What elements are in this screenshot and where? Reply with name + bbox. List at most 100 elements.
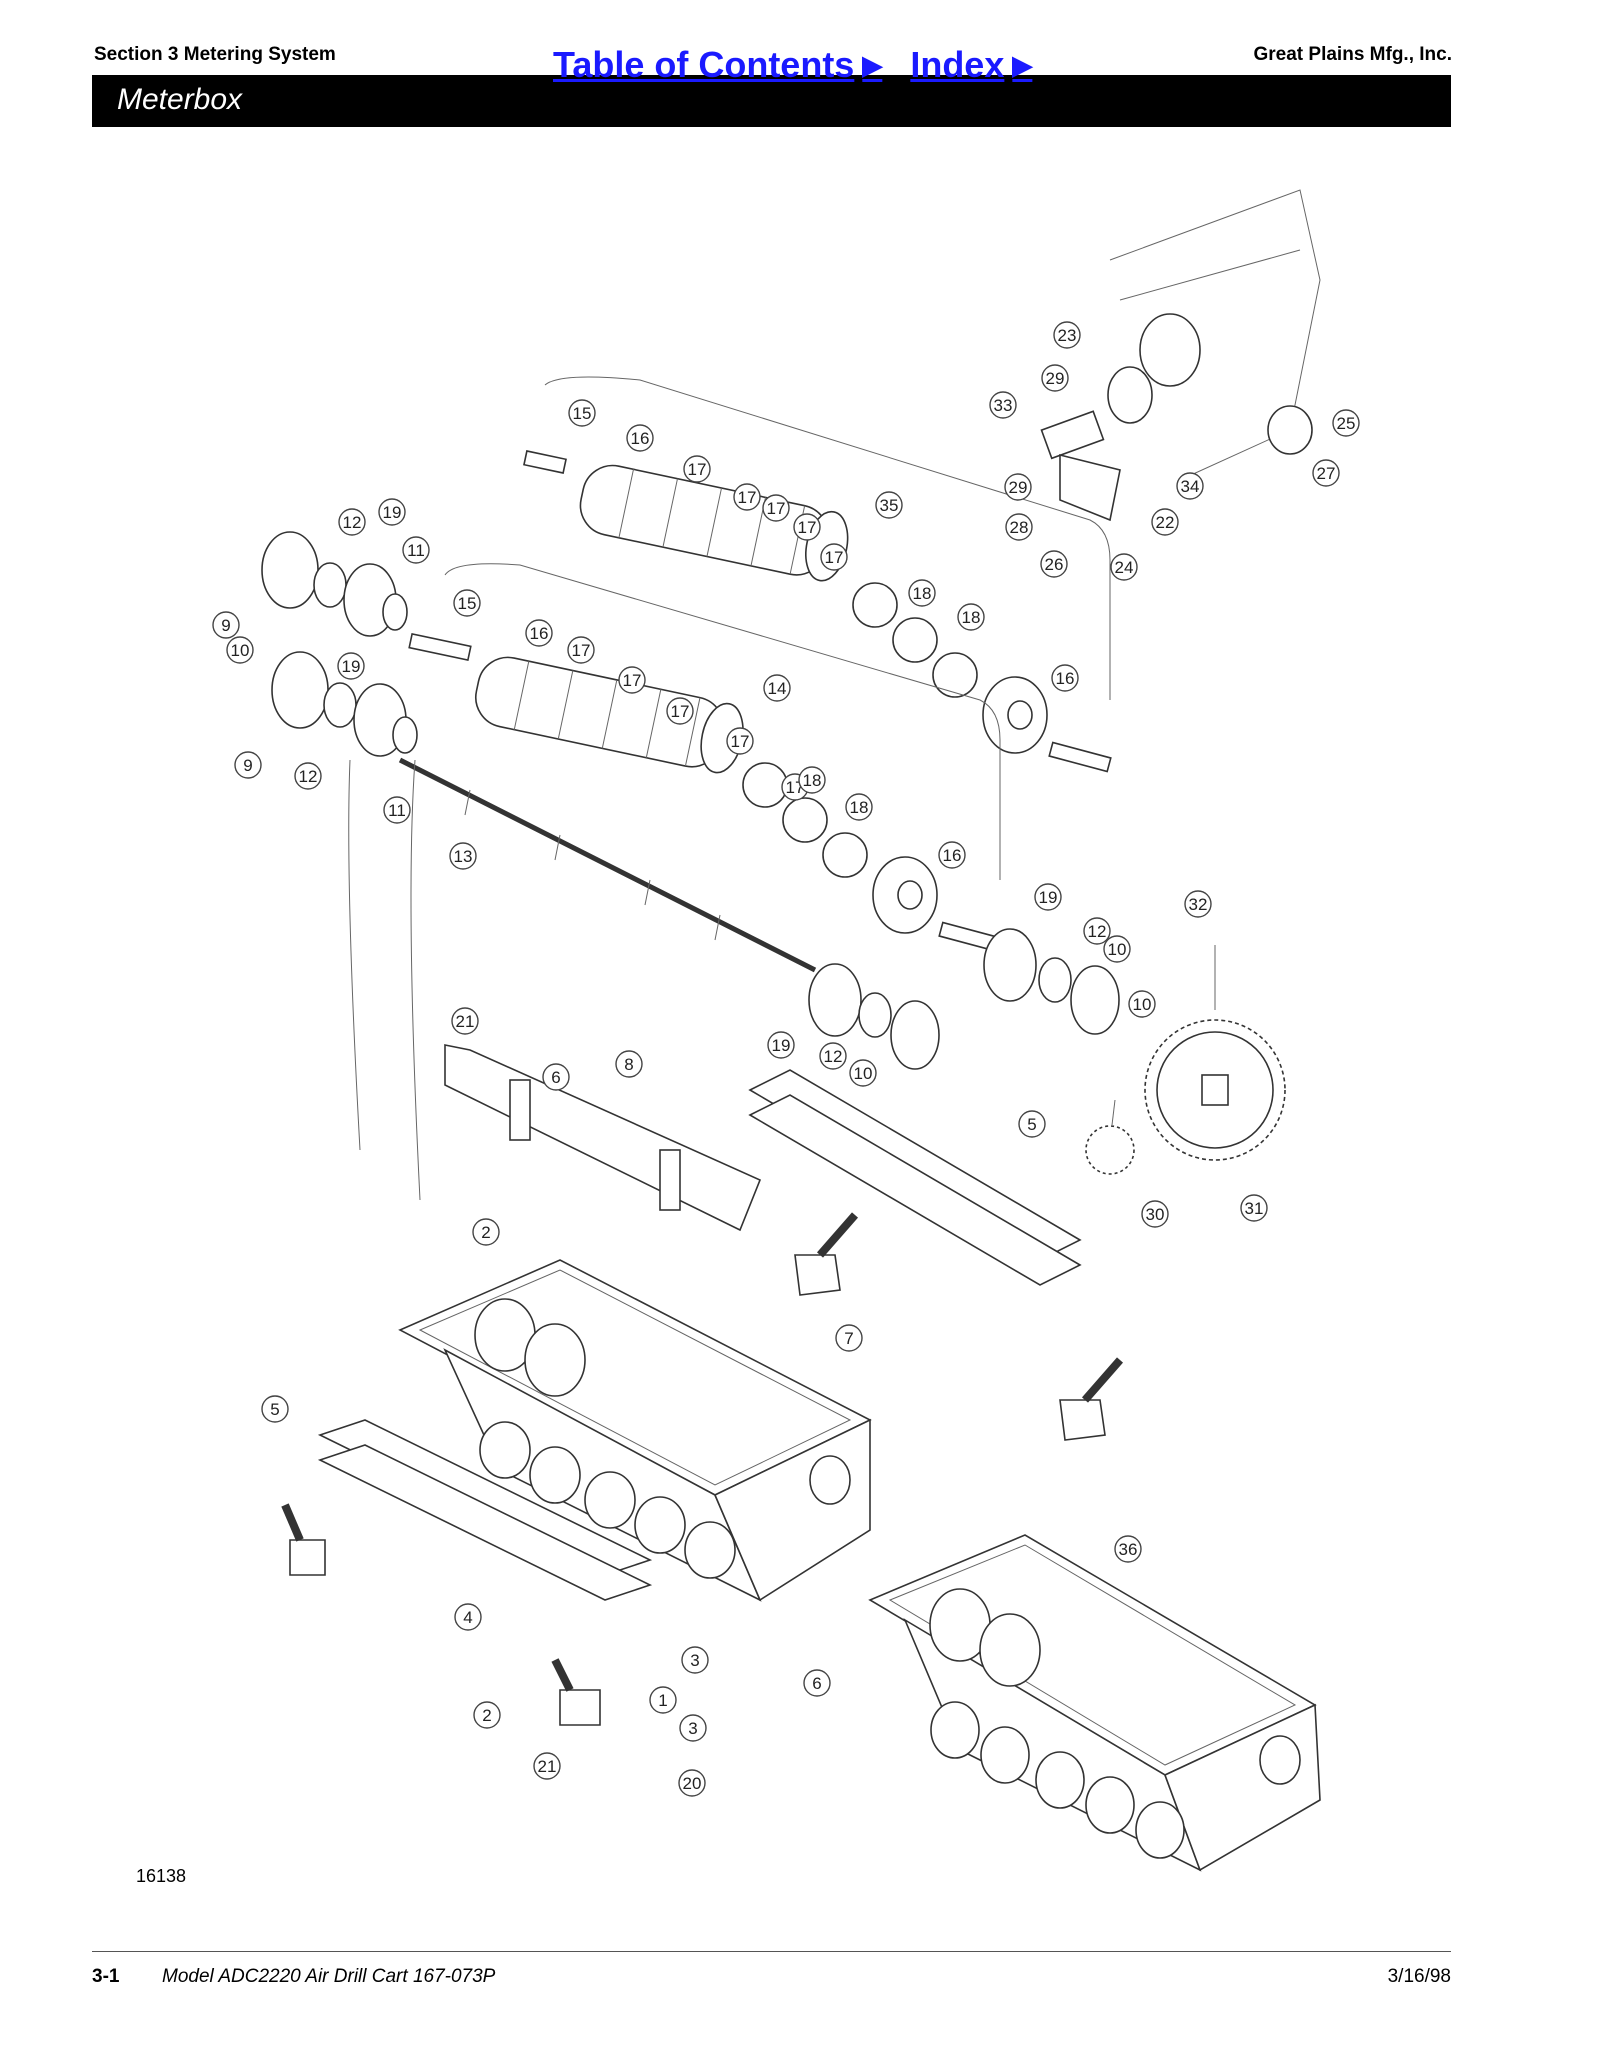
- callout-32: 32: [1184, 890, 1212, 918]
- callout-23: 23: [1053, 321, 1081, 349]
- callout-number: 17: [671, 702, 690, 721]
- header-nav: Table of Contents▶Index▶: [553, 38, 1060, 92]
- callout-bubble: [763, 674, 791, 702]
- page-number: 3-1: [92, 1966, 120, 1987]
- callout-number: 12: [824, 1047, 843, 1066]
- upper-roll-assembly: [523, 376, 1112, 773]
- callout-number: 29: [1046, 369, 1065, 388]
- callout-bubble: [337, 652, 365, 680]
- callout-bubble: [453, 589, 481, 617]
- callout-number: 20: [683, 1774, 702, 1793]
- callout-1: 1: [649, 1686, 677, 1714]
- latches: [281, 1212, 1124, 1726]
- callout-17: 17: [762, 494, 790, 522]
- callout-22: 22: [1151, 508, 1179, 536]
- callout-bubble: [338, 508, 366, 536]
- callout-8: 8: [615, 1050, 643, 1078]
- spare-meterbox: [868, 1534, 1321, 1872]
- callout-18: 18: [845, 793, 873, 821]
- callout-bubble: [568, 399, 596, 427]
- callout-number: 15: [573, 404, 592, 423]
- callout-18: 18: [908, 579, 936, 607]
- callout-19: 19: [767, 1031, 795, 1059]
- callout-number: 21: [456, 1012, 475, 1031]
- callout-number: 18: [913, 584, 932, 603]
- callout-bubble: [1176, 472, 1204, 500]
- callout-bubble: [849, 1059, 877, 1087]
- callout-6: 6: [542, 1063, 570, 1091]
- callout-bubble: [615, 1050, 643, 1078]
- callout-bubble: [1110, 553, 1138, 581]
- callout-21: 21: [451, 1007, 479, 1035]
- callout-bubble: [1018, 1110, 1046, 1138]
- callout-29: 29: [1004, 473, 1032, 501]
- callout-number: 11: [407, 541, 425, 560]
- callout-bubble: [234, 751, 262, 779]
- callout-number: 24: [1115, 558, 1134, 577]
- callout-9: 9: [234, 751, 262, 779]
- callout-number: 27: [1317, 464, 1336, 483]
- callout-bubble: [803, 1669, 831, 1697]
- callout-bubble: [618, 666, 646, 694]
- drive-housing: [1040, 189, 1321, 522]
- table-of-contents-link[interactable]: Table of Contents: [553, 44, 855, 85]
- callout-17: 17: [793, 513, 821, 541]
- callout-number: 10: [1133, 995, 1152, 1014]
- callout-20: 20: [678, 1769, 706, 1797]
- callout-bubble: [1083, 917, 1111, 945]
- right-bearings-sprockets: [808, 928, 1286, 1175]
- callout-19: 19: [1034, 883, 1062, 911]
- callout-11: 11: [383, 796, 411, 824]
- callout-bubble: [649, 1686, 677, 1714]
- callout-number: 17: [767, 499, 786, 518]
- callout-2: 2: [473, 1701, 501, 1729]
- callout-number: 25: [1337, 414, 1356, 433]
- callout-number: 17: [798, 518, 817, 537]
- callout-number: 17: [738, 488, 757, 507]
- callout-12: 12: [819, 1042, 847, 1070]
- callout-12: 12: [294, 762, 322, 790]
- callout-number: 11: [388, 801, 406, 820]
- index-link[interactable]: Index: [910, 44, 1005, 85]
- callout-bubble: [819, 1042, 847, 1070]
- toc-arrow-icon: ▶: [862, 50, 883, 80]
- callout-number: 10: [854, 1064, 873, 1083]
- callout-10: 10: [849, 1059, 877, 1087]
- callout-number: 6: [551, 1068, 560, 1087]
- callout-9: 9: [212, 611, 240, 639]
- callout-bubble: [679, 1714, 707, 1742]
- gates: [317, 1044, 1082, 1601]
- callout-bubble: [261, 1395, 289, 1423]
- callout-bubble: [525, 619, 553, 647]
- callout-bubble: [626, 424, 654, 452]
- callout-bubble: [835, 1324, 863, 1352]
- title-bar: Meterbox: [92, 75, 1451, 127]
- callout-bubble: [1034, 883, 1062, 911]
- callout-16: 16: [525, 619, 553, 647]
- callout-bubble: [726, 727, 754, 755]
- callout-number: 16: [631, 429, 650, 448]
- callout-bubble: [1103, 935, 1131, 963]
- callout-number: 17: [825, 548, 844, 567]
- callout-17: 17: [567, 636, 595, 664]
- callout-number: 17: [572, 641, 591, 660]
- callout-bubble: [1141, 1200, 1169, 1228]
- part-callouts: 1223345566789910101010111112121212131415…: [212, 321, 1360, 1797]
- callout-number: 9: [221, 616, 230, 635]
- callout-bubble: [294, 762, 322, 790]
- callout-14: 14: [763, 674, 791, 702]
- callout-number: 17: [731, 732, 750, 751]
- callout-bubble: [402, 536, 430, 564]
- callout-bubble: [1240, 1194, 1268, 1222]
- callout-31: 31: [1240, 1194, 1268, 1222]
- callout-number: 19: [1039, 888, 1058, 907]
- callout-35: 35: [875, 491, 903, 519]
- callout-16: 16: [1051, 664, 1079, 692]
- callout-bubble: [472, 1218, 500, 1246]
- callout-number: 21: [538, 1757, 557, 1776]
- callout-number: 32: [1189, 895, 1208, 914]
- callout-number: 5: [1027, 1115, 1036, 1134]
- callout-bubble: [1051, 664, 1079, 692]
- callout-4: 4: [454, 1603, 482, 1631]
- callout-18: 18: [957, 603, 985, 631]
